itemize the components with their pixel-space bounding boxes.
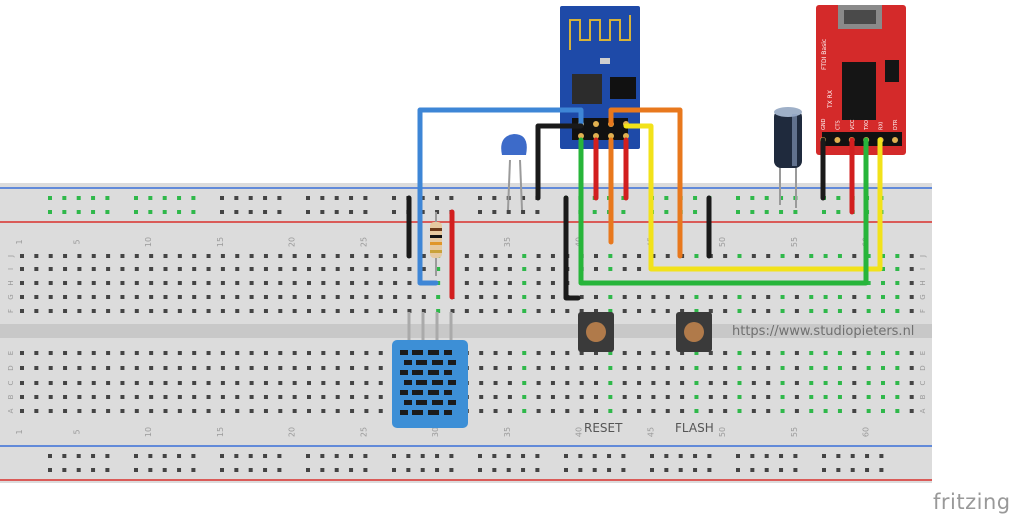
row-letters: J J I I H H G G F F E E D D C C B B A A xyxy=(7,255,927,413)
resistor xyxy=(430,212,442,276)
ftdi-pin-label: DTR xyxy=(893,119,899,130)
fritzing-brand: fritzing xyxy=(933,490,1011,514)
row-letter: J xyxy=(919,255,927,258)
column-number: 45 xyxy=(646,427,655,437)
row-letter: H xyxy=(7,280,15,285)
wire-blue xyxy=(417,107,584,286)
row-letter: G xyxy=(7,294,15,299)
electrolytic-capacitor xyxy=(774,107,802,208)
row-letter: A xyxy=(7,408,15,413)
row-letter: B xyxy=(919,394,927,399)
wires xyxy=(406,107,883,301)
row-letter: E xyxy=(919,351,927,355)
row-letter: F xyxy=(7,309,15,313)
column-number: 15 xyxy=(216,427,225,437)
column-number: 55 xyxy=(790,427,799,437)
ftdi-pin-label: VCC xyxy=(850,119,856,130)
row-letter: J xyxy=(7,255,15,258)
ftdi-pin-label: CTS xyxy=(835,120,841,130)
row-letter: D xyxy=(919,365,927,370)
column-number: 40 xyxy=(575,427,584,437)
wire-black-gnd xyxy=(535,123,584,201)
column-number: 5 xyxy=(72,429,81,434)
row-letter: A xyxy=(919,408,927,413)
column-number: 60 xyxy=(862,427,871,437)
row-letter: B xyxy=(7,394,15,399)
wire-green xyxy=(578,137,869,286)
row-letter: I xyxy=(7,268,15,270)
column-number: 55 xyxy=(790,237,799,247)
ceramic-capacitor xyxy=(501,134,527,211)
reset-push-button xyxy=(578,312,614,352)
ftdi-pin-label: RXI xyxy=(879,122,885,130)
column-number: 20 xyxy=(288,427,297,437)
column-number: 50 xyxy=(718,237,727,247)
column-number: 25 xyxy=(359,237,368,247)
column-number: 5 xyxy=(72,239,81,244)
column-number: 10 xyxy=(144,427,153,437)
row-letter: E xyxy=(7,351,15,355)
row-letter: C xyxy=(7,380,15,385)
wire-black-2 xyxy=(563,195,581,301)
row-letter: C xyxy=(919,380,927,385)
column-number: 20 xyxy=(288,237,297,247)
column-number: 15 xyxy=(216,237,225,247)
column-number: 10 xyxy=(144,237,153,247)
ftdi-leds-label: TX RX xyxy=(827,90,834,109)
ftdi-basic-board: FTDI Basic TX RX GND CTS VCC TXO RXI DTR xyxy=(816,5,906,155)
row-letter: D xyxy=(7,365,15,370)
ftdi-pin-label: GND xyxy=(821,118,827,130)
column-number: 1 xyxy=(15,239,24,244)
column-number: 50 xyxy=(718,427,727,437)
column-number: 30 xyxy=(431,427,440,437)
wire-orange xyxy=(608,107,683,259)
dht-sensor xyxy=(392,312,468,428)
flash-button-label: FLASH xyxy=(675,421,714,435)
watermark-url: https://www.studiopieters.nl xyxy=(732,324,915,339)
row-letter: H xyxy=(919,280,927,285)
flash-push-button xyxy=(676,312,712,352)
reset-button-label: RESET xyxy=(584,421,623,435)
row-letter: F xyxy=(919,309,927,313)
column-number: 35 xyxy=(503,237,512,247)
breadboard-holes xyxy=(20,196,914,472)
wire-yellow xyxy=(623,123,883,272)
ftdi-pin-label: TXO xyxy=(864,120,870,131)
row-letter: I xyxy=(919,268,927,270)
column-number: 25 xyxy=(359,427,368,437)
column-number: 1 xyxy=(15,429,24,434)
ftdi-label: FTDI Basic xyxy=(821,39,828,70)
column-number: 35 xyxy=(503,427,512,437)
row-letter: G xyxy=(919,294,927,299)
